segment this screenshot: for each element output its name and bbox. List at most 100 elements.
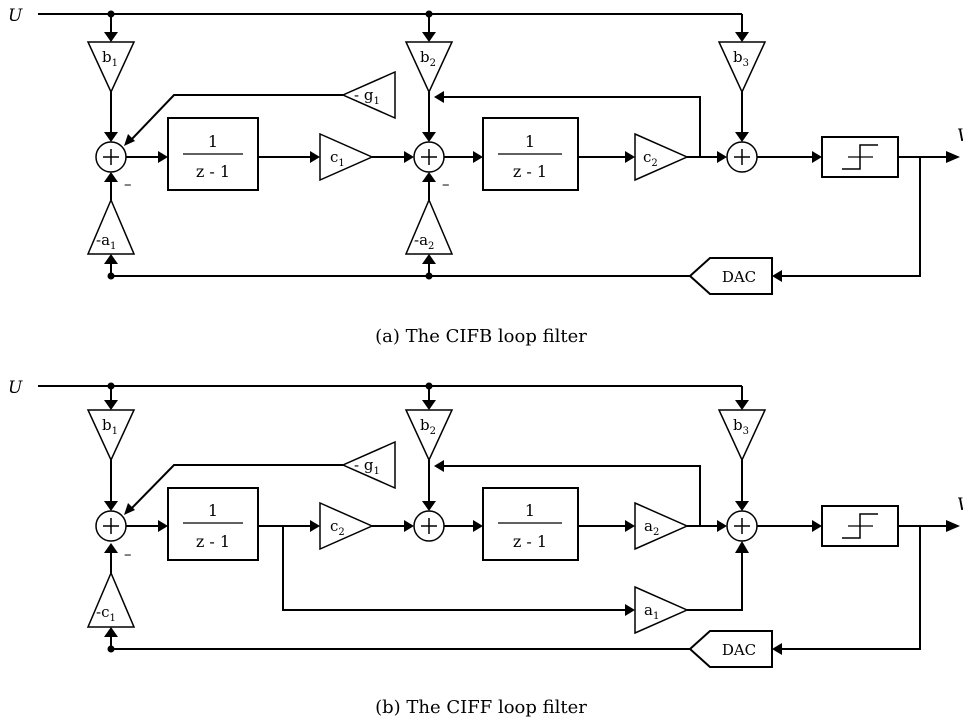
arrowhead	[434, 91, 444, 103]
gain-a2	[634, 501, 689, 551]
integrator-2-num: 1	[525, 132, 535, 151]
arrowhead	[812, 520, 822, 532]
integrator-2-den: z - 1	[513, 162, 547, 181]
gain-c2	[634, 132, 689, 182]
arrowhead	[310, 520, 320, 532]
arrowhead	[310, 151, 320, 163]
arrowhead	[735, 501, 749, 511]
integrator-2-num: 1	[525, 501, 535, 520]
integrator-1-den: z - 1	[196, 532, 230, 551]
arrowhead	[735, 400, 749, 410]
dac-block	[688, 257, 773, 295]
dac-label: DAC	[722, 641, 756, 659]
arrowhead	[625, 520, 635, 532]
arrowhead	[104, 400, 118, 410]
arrowhead	[946, 520, 960, 532]
arrowhead	[735, 32, 749, 42]
gain-b1	[86, 409, 136, 462]
arrowhead	[625, 604, 635, 616]
caption-b: (b) The CIFF loop filter	[375, 697, 587, 718]
arrowhead	[946, 151, 960, 163]
gain-a2-label: a2	[644, 517, 659, 538]
gain-b3-label: b3	[733, 48, 749, 69]
gain-c1	[319, 132, 374, 182]
arrowhead	[104, 254, 118, 264]
arrowhead	[422, 132, 436, 142]
integrator-1-den: z - 1	[196, 162, 230, 181]
gain-b2	[404, 409, 454, 462]
arrowhead	[104, 172, 118, 182]
input-label-a: U	[8, 6, 23, 26]
arrowhead	[473, 151, 483, 163]
arrowhead	[473, 520, 483, 532]
arrowhead	[422, 501, 436, 511]
arrowhead	[104, 132, 118, 142]
arrowhead	[772, 270, 782, 282]
gain-c2-label: c2	[643, 148, 658, 169]
gain-b1-label: b1	[102, 48, 118, 69]
figure-a-cifb: U b1 b2 b3 – –	[8, 6, 963, 347]
arrowhead	[158, 520, 168, 532]
gain-g1	[341, 440, 396, 490]
gain-g1	[341, 70, 396, 120]
arrowhead	[404, 151, 414, 163]
gain-c2	[319, 501, 374, 551]
arrowhead	[422, 254, 436, 264]
arrowhead	[735, 132, 749, 142]
gain-c1-label: c1	[330, 148, 345, 169]
arrowhead	[104, 32, 118, 42]
arrowhead	[717, 151, 727, 163]
arrowhead	[812, 151, 822, 163]
minus-sign: –	[124, 175, 132, 193]
dac-label: DAC	[722, 268, 756, 286]
arrowhead	[158, 151, 168, 163]
gain-a2-label: -a2	[414, 231, 434, 252]
arrowhead	[104, 627, 118, 637]
figure-b-ciff: U b1 b2 b3 –	[8, 378, 963, 718]
input-label-b: U	[8, 378, 23, 398]
integrator-2-den: z - 1	[513, 532, 547, 551]
gain-c1	[86, 571, 136, 628]
dac-block	[688, 630, 773, 668]
gain-c2-label: c2	[330, 517, 345, 538]
gain-b3	[717, 41, 767, 94]
integrator-1	[167, 487, 259, 561]
arrowhead	[124, 134, 135, 146]
gain-b2-label: b2	[420, 416, 436, 437]
gain-b1	[86, 41, 136, 94]
arrowhead	[772, 643, 782, 655]
gain-a2	[404, 198, 454, 255]
arrowhead	[422, 400, 436, 410]
gain-b3	[717, 409, 767, 462]
output-label-a: V	[957, 126, 963, 146]
arrowhead	[717, 520, 727, 532]
arrowhead	[625, 151, 635, 163]
gain-b2-label: b2	[420, 48, 436, 69]
arrowhead	[434, 460, 444, 472]
gain-g1-label: - g1	[354, 86, 380, 107]
integrator-1-num: 1	[208, 132, 218, 151]
gain-a1	[634, 585, 689, 635]
caption-a: (a) The CIFB loop filter	[375, 326, 587, 347]
gain-a1	[86, 198, 136, 255]
arrowhead	[104, 501, 118, 511]
gain-b1-label: b1	[102, 416, 118, 437]
arrowhead	[422, 172, 436, 182]
gain-g1-label: - g1	[354, 456, 380, 477]
gain-a1-label: a1	[644, 601, 659, 622]
minus-sign: –	[124, 545, 132, 563]
arrowhead	[124, 503, 135, 515]
arrowhead	[404, 520, 414, 532]
gain-c1-label: -c1	[96, 603, 116, 624]
arrowhead	[735, 541, 749, 553]
minus-sign: –	[442, 175, 450, 193]
integrator-1-num: 1	[208, 501, 218, 520]
integrator-2	[482, 487, 579, 561]
gain-a1-label: -a1	[96, 231, 116, 252]
gain-b2	[404, 41, 454, 94]
output-label-b: V	[957, 495, 963, 515]
arrowhead	[104, 543, 118, 553]
arrowhead	[422, 32, 436, 42]
gain-b3-label: b3	[733, 416, 749, 437]
